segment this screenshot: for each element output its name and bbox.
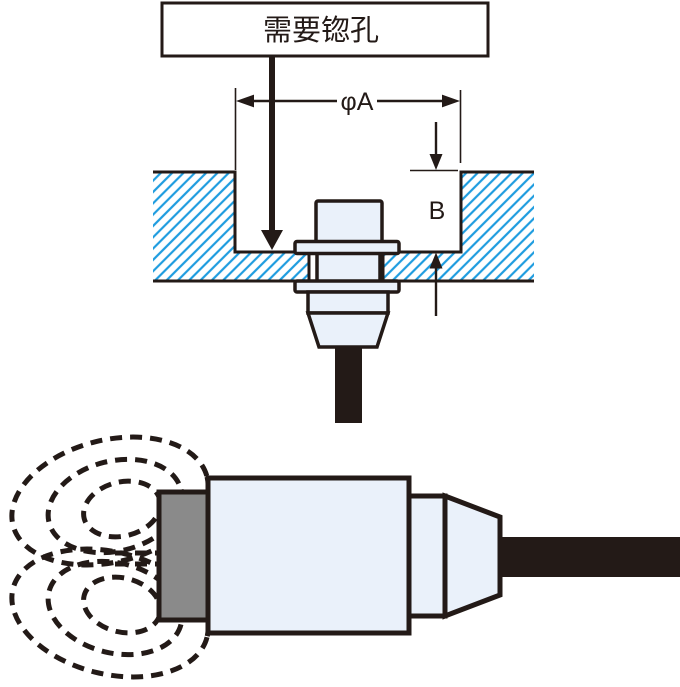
depth-arrow-up-icon: [429, 252, 443, 269]
callout-label: 需要锪孔: [263, 14, 379, 47]
sensor-cable: [335, 346, 362, 423]
field-lines-figure: [9, 434, 680, 680]
callout-frame: [160, 1, 490, 58]
field-loop-bottom-inner: [81, 574, 163, 636]
field-loop-top-inner: [81, 478, 163, 540]
sensor-body: [205, 475, 412, 636]
leader-arrowhead-icon: [261, 230, 283, 250]
diameter-label: φA: [341, 88, 374, 116]
dimension-diameter: φA: [234, 88, 462, 170]
connector-body: [306, 290, 390, 315]
depth-arrow-down-icon: [429, 154, 443, 170]
arrowhead-left-icon: [236, 94, 254, 108]
callout-leader: [261, 56, 283, 250]
plate-right-section: [381, 170, 534, 283]
sensor-cable-horizontal: [500, 537, 680, 577]
upper-nut: [293, 239, 401, 256]
connector-neck: [406, 493, 448, 619]
connector-cone: [305, 311, 391, 349]
counterbore-figure: φA B 需要锪孔: [153, 1, 534, 423]
plate-left-section: [153, 170, 311, 283]
connector-cone-horizontal: [442, 492, 503, 620]
sensing-face: [156, 489, 211, 623]
callout-box: 需要锪孔: [160, 1, 490, 58]
sensor-head: [314, 199, 384, 245]
dimension-depth: B: [410, 122, 458, 316]
depth-label: B: [429, 197, 446, 225]
arrowhead-right-icon: [442, 94, 460, 108]
